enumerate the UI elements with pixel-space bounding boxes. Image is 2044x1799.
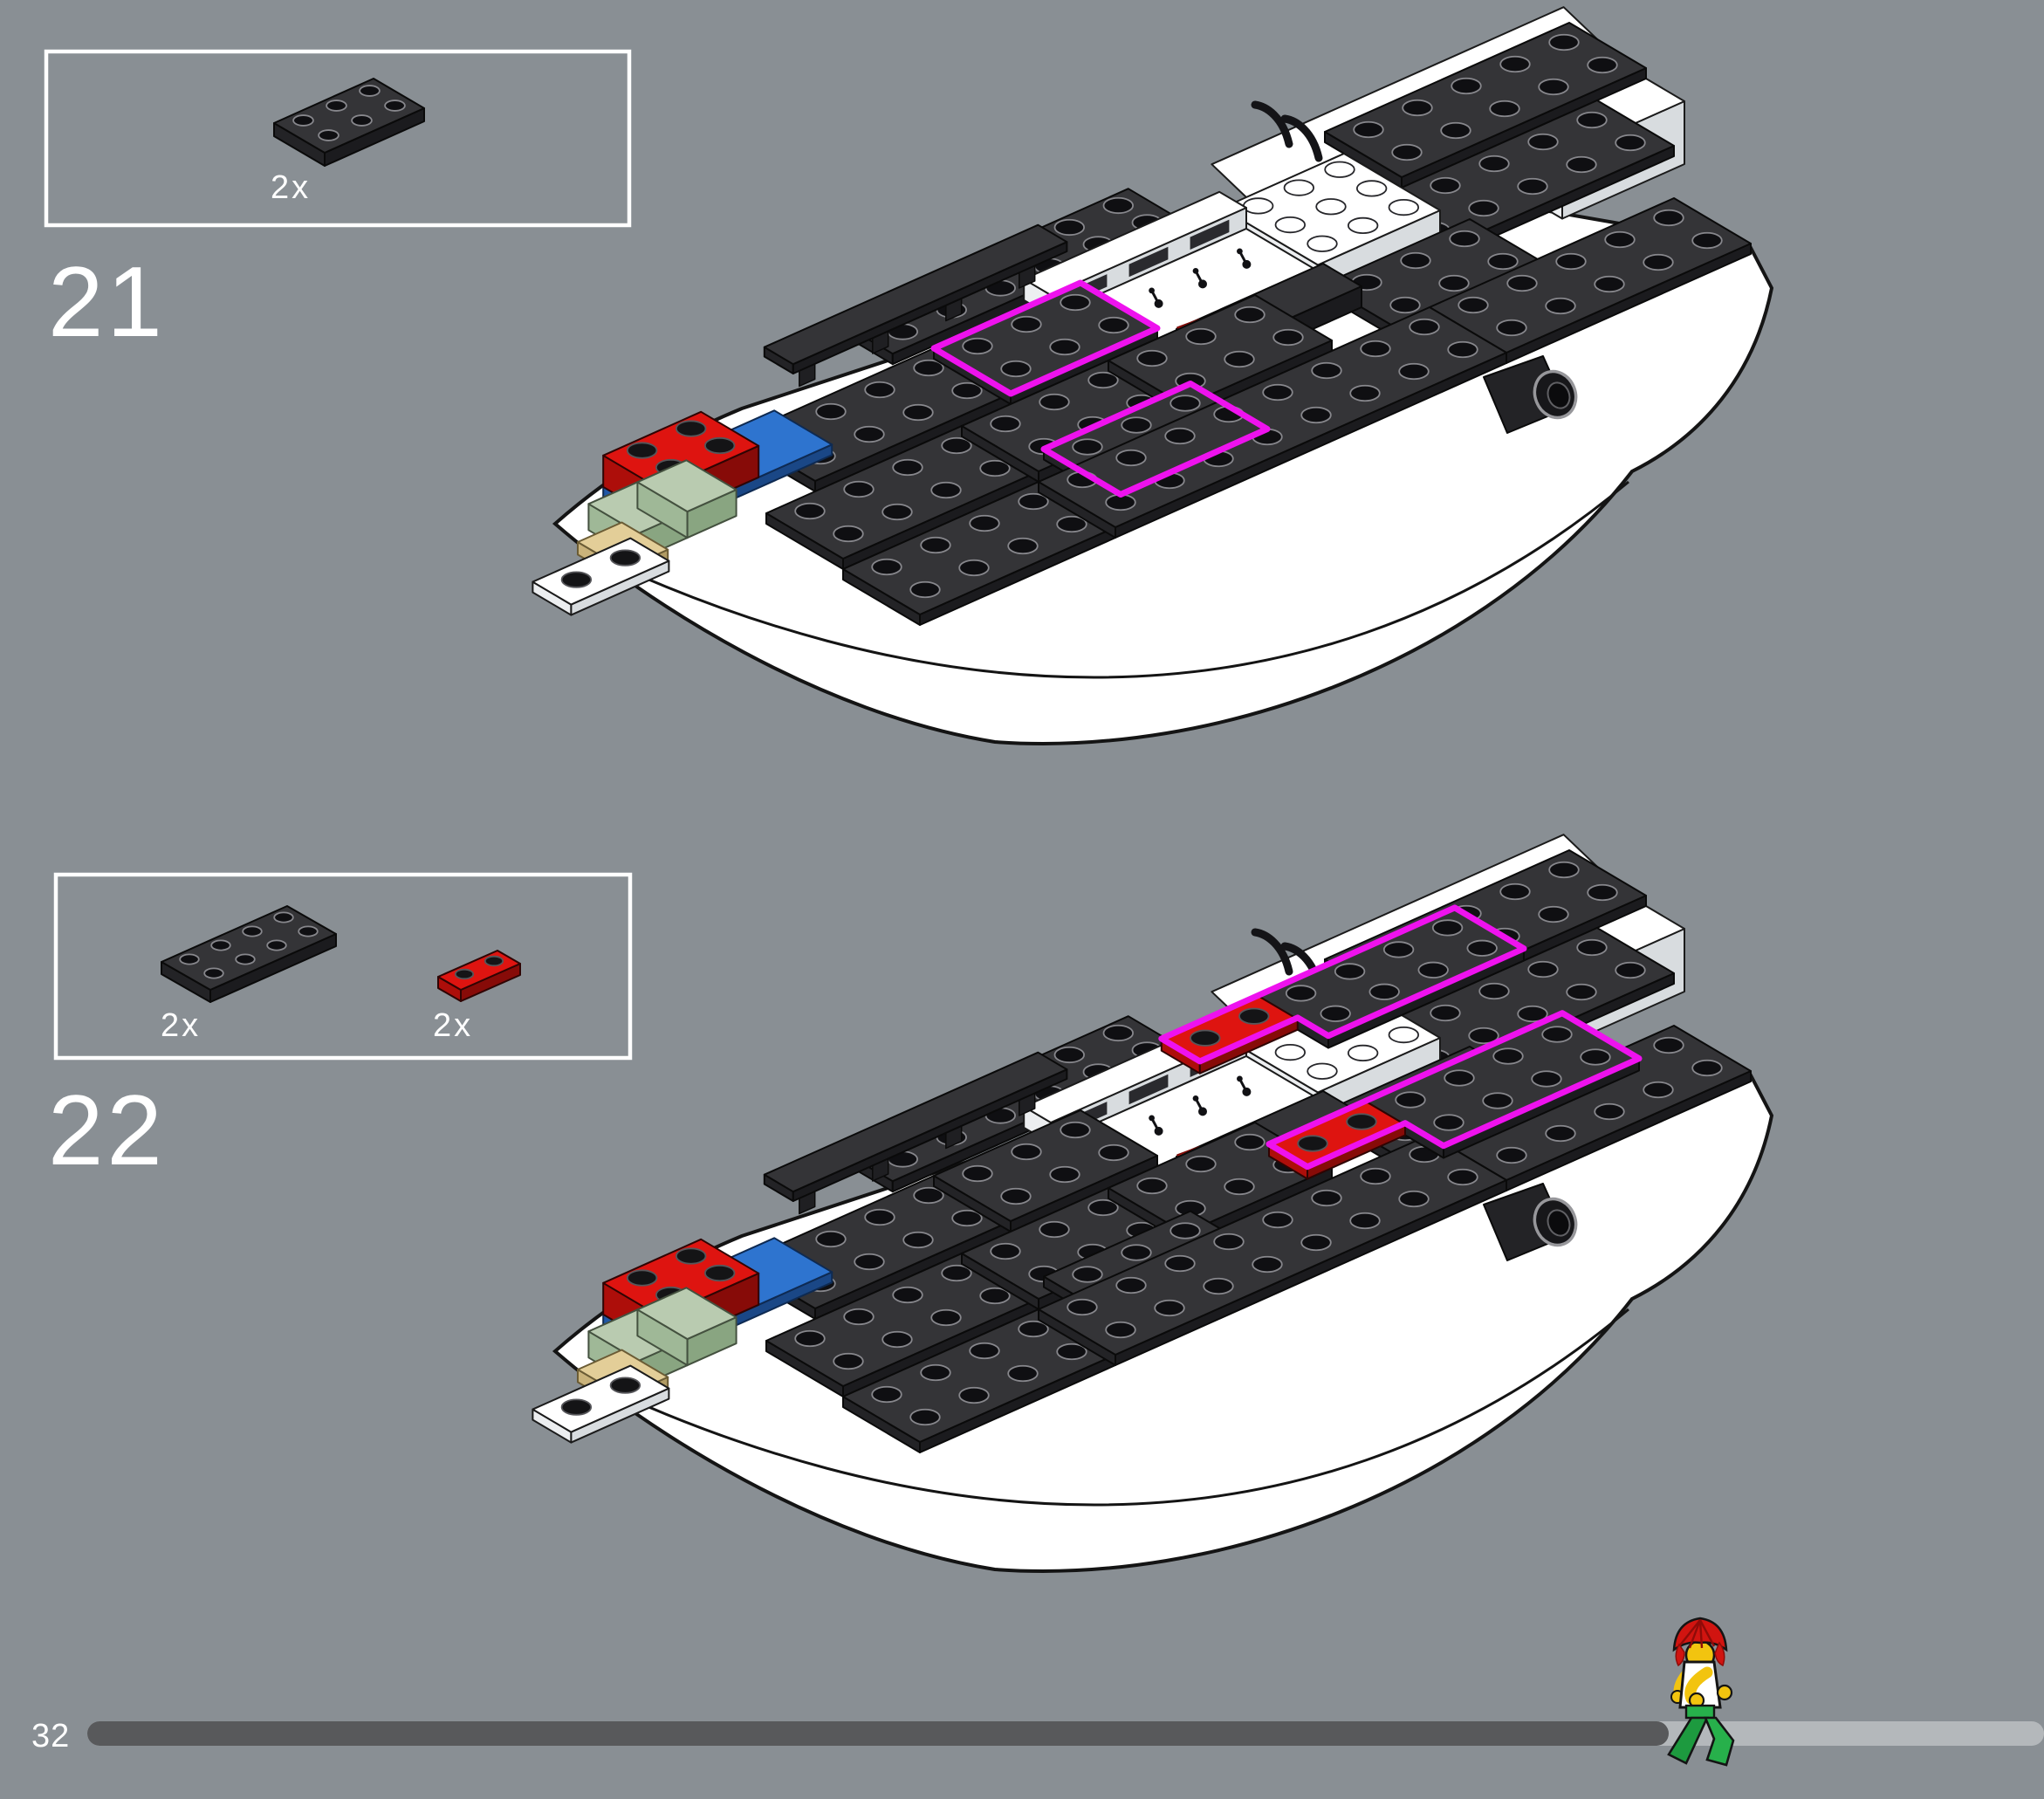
parts-box-border xyxy=(44,49,632,228)
plate-2x3-new xyxy=(933,1109,1158,1233)
port-railing-bar xyxy=(763,1051,1068,1202)
lego-dark-piece xyxy=(765,425,1039,570)
cabin-window xyxy=(1128,1074,1169,1105)
boat-group xyxy=(532,6,1774,745)
cabin-window xyxy=(1128,246,1169,278)
boat-illustration-step-22 xyxy=(532,834,1774,1573)
step-number-21: 21 xyxy=(48,247,166,358)
sage-bow-brick xyxy=(636,1287,737,1367)
lego-dark-piece xyxy=(1038,306,1507,539)
minifig-right-fist xyxy=(1716,1684,1733,1701)
minifig-front-leg xyxy=(1704,1716,1735,1767)
part-thumbnail-black-plate-2x4 xyxy=(161,905,337,1003)
parts-callout-step-21: 2x xyxy=(44,49,632,228)
highlight-outline xyxy=(930,279,1161,397)
port-railing-bar xyxy=(763,223,1068,374)
black-plate-2x4 xyxy=(161,905,337,1003)
new-red-plate-1x2 xyxy=(1268,1101,1406,1180)
page-number: 32 xyxy=(31,1718,70,1754)
hull-chine-line xyxy=(579,1308,1629,1507)
red-plate-1x2 xyxy=(437,950,521,1002)
parts-callout-step-22: 2x 2x xyxy=(53,872,633,1061)
part-thumbnail-black-plate-2x3 xyxy=(273,78,425,167)
highlight-outline xyxy=(1158,904,1527,1065)
minifig-back-leg xyxy=(1667,1716,1710,1765)
boat-group xyxy=(532,834,1774,1573)
highlight-outline xyxy=(1040,381,1271,498)
hull-chine-line xyxy=(579,480,1629,679)
lego-dark-piece xyxy=(1108,294,1333,417)
minifigure-illustration xyxy=(1667,1617,1735,1767)
stern-roof-plate xyxy=(1324,22,1647,189)
antenna-horn xyxy=(1251,928,1293,976)
bow-white-plate xyxy=(532,1364,670,1444)
minifig-hips xyxy=(1684,1704,1716,1720)
parts-box-border xyxy=(53,872,633,1061)
antenna-horn xyxy=(1251,100,1293,148)
part-thumbnail-red-plate-1x2 xyxy=(437,950,521,1002)
part-quantity-label: 2x xyxy=(433,1007,473,1044)
antenna-horn xyxy=(1280,114,1323,162)
progress-bar-fill xyxy=(87,1721,1669,1746)
sage-bow-brick xyxy=(636,459,737,539)
cabin-window xyxy=(1190,219,1230,250)
progress-bar[interactable] xyxy=(87,1721,2044,1746)
lego-dark-piece xyxy=(1038,1134,1507,1366)
part-quantity-label: 2x xyxy=(271,169,311,206)
lego-dark-piece xyxy=(765,1253,1039,1397)
boat-illustration-step-21 xyxy=(532,6,1774,745)
step-number-22: 22 xyxy=(48,1075,166,1186)
bow-white-plate xyxy=(532,537,670,616)
part-quantity-label: 2x xyxy=(161,1007,201,1044)
black-plate-2x3 xyxy=(273,78,425,167)
highlight-outline xyxy=(1265,1010,1643,1171)
